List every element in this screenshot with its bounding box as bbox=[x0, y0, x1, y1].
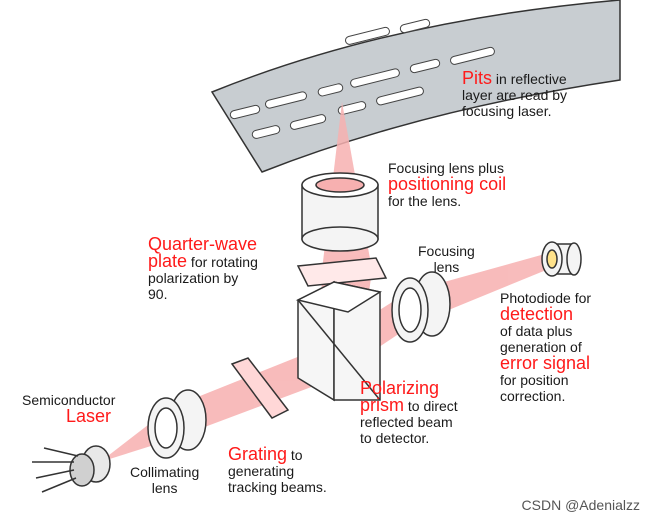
label-photodiode: Photodiode for detection of data plus ge… bbox=[500, 290, 591, 404]
photodiode-error-signal: error signal bbox=[500, 353, 591, 373]
coil-line1: Focusing lens plus bbox=[388, 160, 504, 176]
coil-line3: for the lens. bbox=[388, 193, 462, 209]
quarter-wave-title: Quarter-wave bbox=[148, 234, 258, 254]
semiconductor-laser bbox=[32, 445, 111, 493]
quarter-wave-line4: 90. bbox=[148, 286, 168, 302]
prism-title: Polarizing bbox=[360, 378, 440, 398]
photodiode bbox=[541, 241, 582, 277]
prism-word: prism bbox=[360, 395, 404, 415]
grating-line1: to bbox=[287, 447, 303, 463]
disc-surface bbox=[210, 0, 621, 173]
watermark: CSDN @Adenialzz bbox=[521, 497, 640, 513]
pits-title: Pits bbox=[462, 68, 493, 88]
quarter-wave-plate bbox=[296, 257, 388, 287]
focusing-lens bbox=[391, 271, 451, 343]
pits-line3: focusing laser. bbox=[462, 103, 552, 119]
polarizing-prism bbox=[295, 280, 382, 402]
photodiode-line6: for position bbox=[500, 372, 569, 388]
photodiode-line4: generation of bbox=[500, 339, 582, 355]
focusing-lens-line1: Focusing bbox=[418, 243, 475, 259]
grating-plate bbox=[230, 357, 290, 419]
label-collimating: Collimating lens bbox=[130, 464, 199, 496]
label-grating: Grating to generating tracking beams. bbox=[228, 444, 327, 495]
laser-title: Laser bbox=[66, 406, 112, 426]
coil-title: positioning coil bbox=[388, 174, 507, 194]
photodiode-detection: detection bbox=[500, 304, 574, 324]
pits-line2: layer are read by bbox=[462, 87, 568, 103]
prism-line3: reflected beam bbox=[360, 414, 453, 430]
label-pits: Pits in reflective layer are read by foc… bbox=[462, 68, 568, 119]
grating-title: Grating bbox=[228, 444, 288, 464]
prism-line2: to direct bbox=[404, 398, 458, 414]
focusing-lens-coil bbox=[301, 172, 379, 252]
grating-line2: generating bbox=[228, 463, 295, 479]
label-prism: Polarizing prism to direct reflected bea… bbox=[360, 378, 458, 446]
label-focusing-lens-coil: Focusing lens plus positioning coil for … bbox=[388, 160, 506, 209]
photodiode-line1: Photodiode for bbox=[500, 290, 592, 306]
photodiode-line7: correction. bbox=[500, 388, 566, 404]
quarter-wave-plate-word: plate bbox=[148, 251, 188, 271]
collimating-line1: Collimating bbox=[130, 464, 200, 480]
photodiode-line3: of data plus bbox=[500, 323, 573, 339]
pits-line1: in reflective bbox=[492, 71, 567, 87]
label-focusing-lens: Focusing lens bbox=[418, 243, 475, 275]
laser-line1: Semiconductor bbox=[22, 392, 116, 408]
focusing-lens-line2: lens bbox=[433, 259, 460, 275]
label-laser: Semiconductor Laser bbox=[22, 392, 115, 425]
quarter-wave-line3: polarization by bbox=[148, 270, 239, 286]
prism-line4: to detector. bbox=[360, 430, 430, 446]
collimating-line2: lens bbox=[151, 480, 178, 496]
quarter-wave-line2: for rotating bbox=[187, 254, 258, 270]
collimating-lens bbox=[147, 389, 207, 459]
grating-line3: tracking beams. bbox=[228, 479, 327, 495]
disc-pits bbox=[229, 18, 495, 139]
label-quarter-wave: Quarter-wave plate for rotating polariza… bbox=[148, 234, 258, 302]
